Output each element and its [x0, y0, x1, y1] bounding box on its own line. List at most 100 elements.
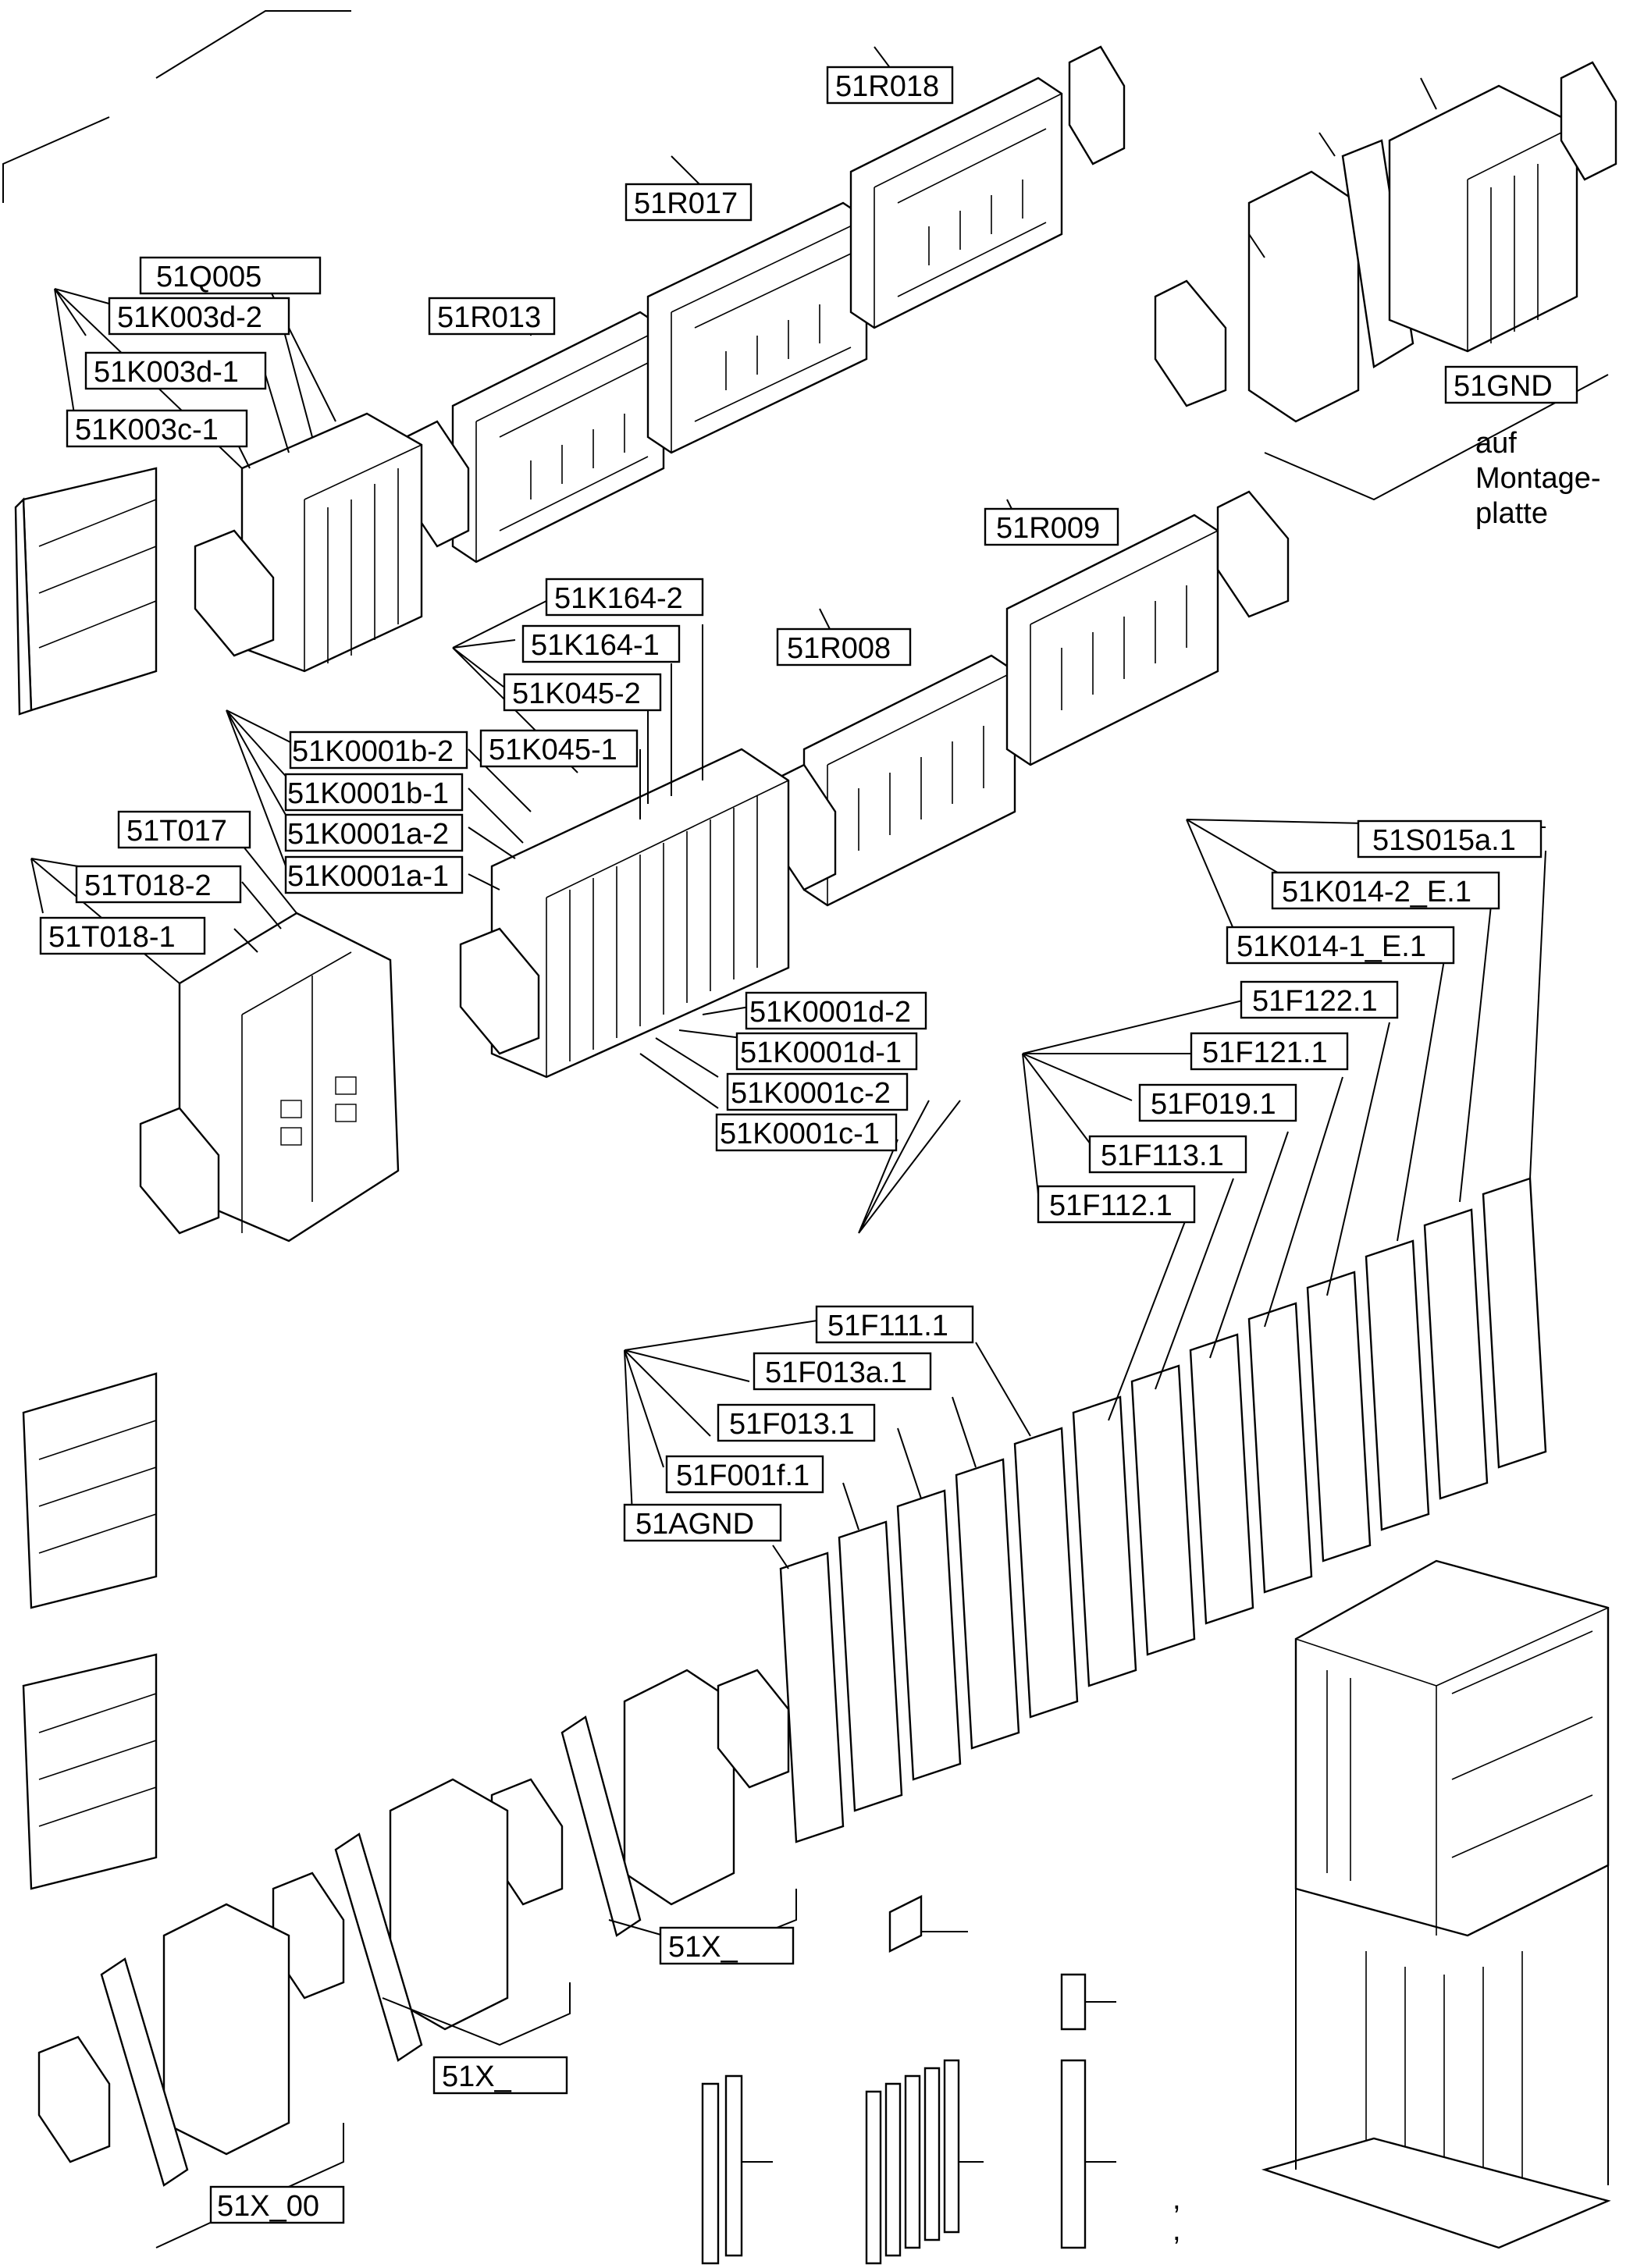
label-text-51s015a-1: 51S015a.1: [1372, 824, 1516, 857]
label-51q005: 51Q005: [139, 256, 322, 295]
label-text-51t018-1: 51T018-1: [48, 921, 176, 954]
label-51k0001c-1: 51K0001c-1: [715, 1113, 898, 1152]
corner-guide-lines: [2, 10, 351, 203]
comma-mark-2: ,: [1173, 2214, 1181, 2247]
label-text-51k014-2-e1: 51K014-2_E.1: [1282, 876, 1471, 908]
grounding-assembly-51gnd: [1154, 61, 1617, 501]
label-51t018-2: 51T018-2: [75, 865, 242, 904]
note-line-1: auf: [1475, 427, 1517, 460]
resistor-terminal-block-r013: [451, 311, 665, 563]
label-text-51k0001a-1: 51K0001a-1: [287, 860, 449, 893]
label-text-51r009: 51R009: [996, 512, 1100, 545]
label-text-51k045-2: 51K045-2: [512, 677, 641, 710]
terminal-block-x-lower: [37, 1903, 344, 2248]
label-51k164-1: 51K164-1: [521, 624, 681, 663]
label-text-51k164-2: 51K164-2: [554, 582, 683, 615]
note-line-2: Montage-: [1475, 462, 1601, 495]
label-51agnd: 51AGND: [623, 1503, 782, 1542]
label-text-51k0001c-2: 51K0001c-2: [731, 1077, 891, 1110]
label-text-51r018: 51R018: [835, 70, 939, 103]
label-text-51x-upper: 51X_: [668, 1931, 738, 1964]
label-text-51agnd: 51AGND: [635, 1508, 754, 1541]
label-51f019-1: 51F019.1: [1138, 1083, 1297, 1122]
label-text-51k0001a-2: 51K0001a-2: [287, 818, 449, 851]
label-text-51r013: 51R013: [437, 301, 541, 334]
din-rail-top: [14, 467, 158, 716]
label-51f112-1: 51F112.1: [1037, 1185, 1196, 1224]
label-51f121-1: 51F121.1: [1190, 1032, 1349, 1071]
label-text-51f122-1: 51F122.1: [1252, 985, 1378, 1018]
relay-bank-k0001: [459, 748, 790, 1079]
label-51x-upper: 51X_: [659, 1926, 795, 1965]
label-text-51x-00: 51X_00: [217, 2190, 319, 2223]
label-text-51k0001d-2: 51K0001d-2: [749, 996, 911, 1029]
note-auf-montageplatte: auf Montage- platte: [1475, 427, 1601, 530]
label-text-51r008: 51R008: [787, 632, 891, 665]
label-51s015a-1: 51S015a.1: [1357, 819, 1543, 858]
label-51f013-1: 51F013.1: [717, 1403, 876, 1442]
relay-modules-k003: [194, 412, 423, 673]
label-51k164-2: 51K164-2: [545, 578, 704, 617]
label-51k0001c-2: 51K0001c-2: [726, 1072, 909, 1111]
cable-pair-2: [701, 2074, 773, 2265]
label-51k003d-2: 51K003d-2: [108, 297, 290, 336]
label-text-51f112-1: 51F112.1: [1049, 1189, 1173, 1222]
label-51t018-1: 51T018-1: [39, 916, 206, 955]
label-51k014-1-e1: 51K014-1_E.1: [1226, 926, 1455, 965]
terminal-block-x-middle: [272, 1778, 571, 2062]
label-51r013: 51R013: [428, 297, 556, 336]
label-text-51f111-1: 51F111.1: [827, 1310, 948, 1342]
label-text-51f013a-1: 51F013a.1: [765, 1356, 907, 1389]
label-text-51k164-1: 51K164-1: [531, 629, 660, 662]
end-clamp-top-right: [1068, 45, 1126, 165]
note-line-3: platte: [1475, 497, 1548, 530]
label-51k045-1: 51K045-1: [479, 729, 639, 768]
label-51gnd: 51GND: [1444, 365, 1578, 404]
label-text-51t017: 51T017: [126, 815, 227, 848]
label-text-51f019-1: 51F019.1: [1151, 1088, 1276, 1121]
label-text-51q005: 51Q005: [156, 261, 262, 293]
label-text-51f001f-1: 51F001f.1: [676, 1459, 810, 1492]
label-text-51k045-1: 51K045-1: [489, 734, 617, 766]
label-51f122-1: 51F122.1: [1240, 980, 1399, 1019]
label-51f013a-1: 51F013a.1: [753, 1352, 932, 1391]
din-rail-middle: [22, 1372, 158, 1609]
label-51f113-1: 51F113.1: [1088, 1135, 1247, 1174]
label-51x-middle: 51X_: [432, 2056, 568, 2095]
label-51k0001b-2: 51K0001b-2: [289, 731, 468, 770]
label-51r009: 51R009: [984, 507, 1119, 546]
label-text-51f121-1: 51F121.1: [1202, 1036, 1328, 1069]
resistor-terminal-block-r017: [646, 201, 868, 454]
label-51t017: 51T017: [117, 810, 251, 849]
fuse-terminals-row: [779, 1177, 1547, 1843]
label-51k0001d-2: 51K0001d-2: [745, 991, 927, 1030]
comma-mark-1: ,: [1173, 2183, 1181, 2216]
label-text-51x-middle: 51X_: [442, 2060, 512, 2093]
label-51r017: 51R017: [625, 183, 753, 222]
control-cabinet: [1261, 1559, 1611, 2249]
label-text-51k0001c-1: 51K0001c-1: [720, 1118, 880, 1150]
label-text-51gnd: 51GND: [1454, 370, 1553, 403]
label-51r008: 51R008: [776, 627, 912, 667]
label-text-51k003d-2: 51K003d-2: [117, 301, 262, 334]
label-51f111-1: 51F111.1: [815, 1305, 974, 1344]
label-51k0001a-2: 51K0001a-2: [284, 813, 464, 852]
label-text-51t018-2: 51T018-2: [84, 869, 212, 902]
resistor-terminal-block-r018: [849, 76, 1063, 329]
label-text-51r017: 51R017: [634, 187, 738, 220]
label-51k045-2: 51K045-2: [503, 673, 662, 712]
label-51k0001a-1: 51K0001a-1: [284, 855, 464, 894]
label-51k003d-1: 51K003d-1: [84, 351, 267, 390]
label-text-51k0001b-1: 51K0001b-1: [287, 777, 449, 810]
label-51k014-2-e1: 51K014-2_E.1: [1271, 871, 1500, 910]
label-51k0001d-1: 51K0001d-1: [735, 1032, 918, 1071]
label-text-51f113-1: 51F113.1: [1101, 1139, 1224, 1172]
label-text-51k014-1-e1: 51K014-1_E.1: [1237, 930, 1426, 963]
resistor-terminal-block-r009: [1005, 514, 1219, 766]
label-text-51f013-1: 51F013.1: [729, 1408, 855, 1441]
label-51r018: 51R018: [826, 66, 954, 105]
small-plate-part: [888, 1895, 968, 1953]
label-text-51k003d-1: 51K003d-1: [94, 356, 239, 389]
end-clamp-r009: [1216, 490, 1290, 618]
